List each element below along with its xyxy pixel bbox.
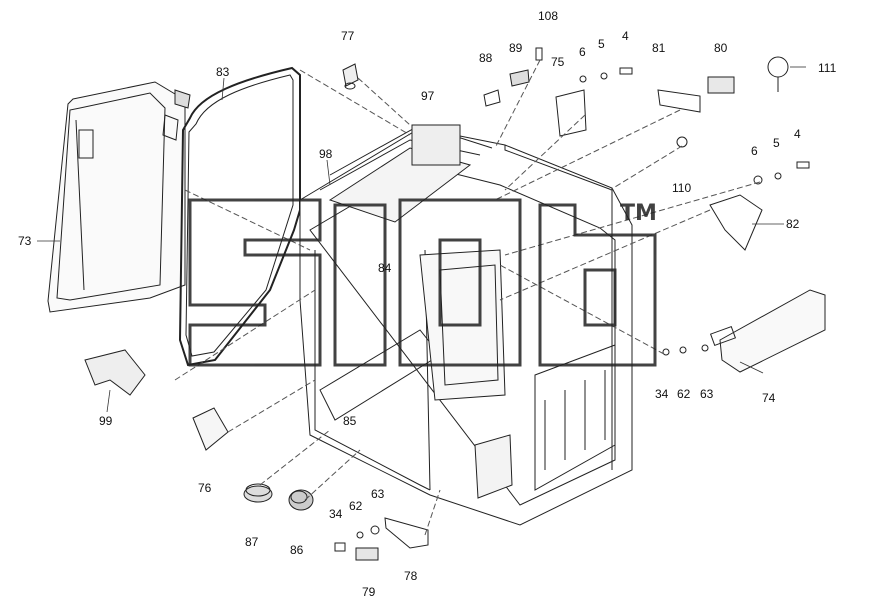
label-5b: 5 bbox=[773, 136, 780, 150]
label-63b: 63 bbox=[371, 487, 385, 501]
label-97: 97 bbox=[421, 89, 435, 103]
label-87: 87 bbox=[245, 535, 259, 549]
label-79: 79 bbox=[362, 585, 376, 599]
label-80: 80 bbox=[714, 41, 728, 55]
label-34a: 34 bbox=[655, 387, 669, 401]
label-89: 89 bbox=[509, 41, 523, 55]
door-frame-73 bbox=[47, 81, 191, 313]
label-6b: 6 bbox=[751, 144, 758, 158]
label-82: 82 bbox=[786, 217, 800, 231]
callout-lines bbox=[37, 66, 806, 413]
label-83: 83 bbox=[216, 65, 230, 79]
label-81: 81 bbox=[652, 41, 666, 55]
small-parts bbox=[84, 47, 810, 561]
label-85: 85 bbox=[343, 414, 357, 428]
label-86: 86 bbox=[290, 543, 304, 557]
label-84: 84 bbox=[378, 261, 392, 275]
label-62a: 62 bbox=[677, 387, 691, 401]
gasket-83 bbox=[178, 66, 301, 367]
label-34b: 34 bbox=[329, 507, 343, 521]
label-77: 77 bbox=[341, 29, 355, 43]
side-panel-74 bbox=[709, 289, 826, 373]
label-76: 76 bbox=[198, 481, 212, 495]
label-5a: 5 bbox=[598, 37, 605, 51]
label-63a: 63 bbox=[700, 387, 714, 401]
part-labels: 108 77 4 5 6 88 89 75 81 80 111 83 97 98… bbox=[18, 9, 837, 599]
watermark-tm: TM bbox=[620, 201, 657, 226]
label-88: 88 bbox=[479, 51, 493, 65]
label-110: 110 bbox=[672, 181, 691, 195]
label-74: 74 bbox=[762, 391, 776, 405]
label-4a: 4 bbox=[622, 29, 629, 43]
label-111: 111 bbox=[818, 61, 837, 75]
label-108: 108 bbox=[538, 9, 558, 23]
label-99: 99 bbox=[99, 414, 113, 428]
label-4b: 4 bbox=[794, 127, 801, 141]
watermark-logo: TM bbox=[188, 198, 657, 367]
label-73: 73 bbox=[18, 234, 32, 248]
label-6a: 6 bbox=[579, 45, 586, 59]
label-78: 78 bbox=[404, 569, 418, 583]
label-98: 98 bbox=[319, 147, 333, 161]
label-62b: 62 bbox=[349, 499, 363, 513]
label-75: 75 bbox=[551, 55, 565, 69]
